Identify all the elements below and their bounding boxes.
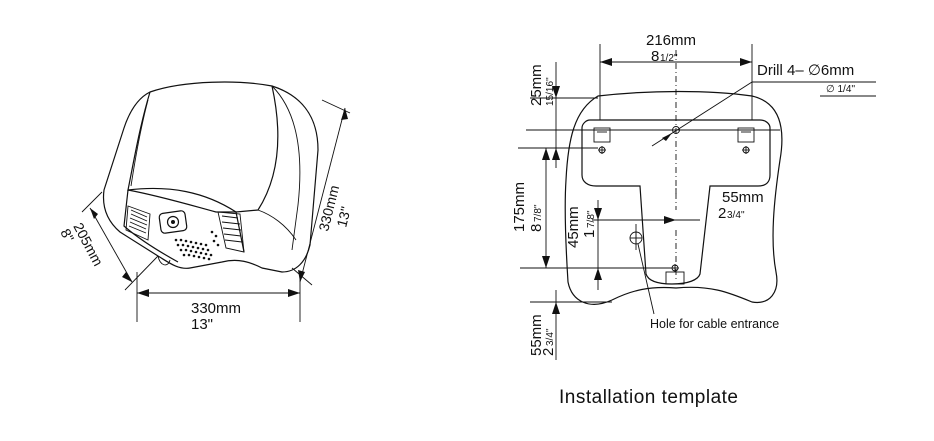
dryer-height-dimension: 330mm 13"	[291, 99, 354, 286]
dryer-bottom-screw	[157, 255, 171, 266]
dryer-width-mm: 330mm	[191, 300, 241, 317]
template-width-in-frac: 1/2''	[660, 53, 678, 64]
dryer-side-curve	[271, 85, 301, 251]
bottom-in-frac: 3/4''	[545, 328, 556, 346]
top-offset-mm: 25mm	[528, 64, 545, 106]
template-slot-bottom	[665, 264, 685, 285]
dryer-dot-grille	[174, 230, 220, 261]
template-width-dimension: 216mm 8 1/2''	[599, 32, 753, 120]
template-slot-right	[737, 127, 755, 154]
dryer-width-in: 13"	[191, 316, 213, 333]
dryer-hood-inner	[130, 99, 149, 187]
side-in-frac: 3/4''	[727, 210, 745, 221]
template-slot-left	[593, 127, 611, 154]
cable-entrance-hole	[629, 224, 655, 315]
template-center-mark	[672, 50, 680, 282]
template-t-cutout	[581, 119, 771, 285]
top-offset-in: 15/16''	[545, 77, 556, 106]
inner-mm: 45mm	[565, 206, 582, 248]
bottom-in-whole: 2	[540, 348, 557, 356]
template-outline	[564, 90, 783, 305]
drill-spec-inch: ∅ 1/4''	[826, 84, 855, 95]
template-width-in-whole: 8	[651, 48, 659, 65]
installation-template-drawing	[526, 50, 876, 315]
dryer-width-dimension: 330mm 13"	[136, 272, 301, 333]
dryer-sensor-badge	[158, 210, 188, 234]
template-bottom-dimension: 55mm 2 3/4''	[528, 290, 612, 360]
hand-dryer-drawing	[102, 81, 319, 273]
side-in-whole: 2	[718, 205, 726, 222]
cable-entrance-label: Hole for cable entrance	[650, 317, 779, 331]
dryer-outer-shell	[102, 81, 319, 273]
template-caption: Installation template	[559, 387, 739, 408]
inner-in-frac: 7/8''	[586, 210, 597, 228]
template-inner-dimension: 45mm 1 7/8''	[565, 200, 640, 290]
template-top-offset-dimension: 25mm 15/16''	[528, 62, 598, 168]
template-side-dimension: 55mm 2 3/4''	[602, 189, 764, 224]
drill-spec-label: Drill 4– ∅6mm	[757, 62, 854, 79]
height-mm: 175mm	[511, 182, 528, 232]
template-width-mm: 216mm	[646, 32, 696, 49]
height-in-whole: 8	[528, 224, 545, 232]
dryer-side-curve-2	[257, 209, 297, 241]
dryer-hood-line	[127, 85, 279, 213]
template-height-dimension: 175mm 8 7/8''	[511, 147, 676, 269]
bottom-mm: 55mm	[528, 314, 545, 356]
dryer-height-in: 13"	[333, 205, 354, 229]
inner-in-whole: 1	[581, 230, 598, 238]
dryer-right-vent	[217, 211, 245, 253]
side-mm: 55mm	[722, 189, 764, 206]
dryer-lower-face	[123, 189, 245, 263]
dryer-left-vent	[125, 205, 151, 241]
height-in-frac: 7/8''	[533, 204, 544, 222]
